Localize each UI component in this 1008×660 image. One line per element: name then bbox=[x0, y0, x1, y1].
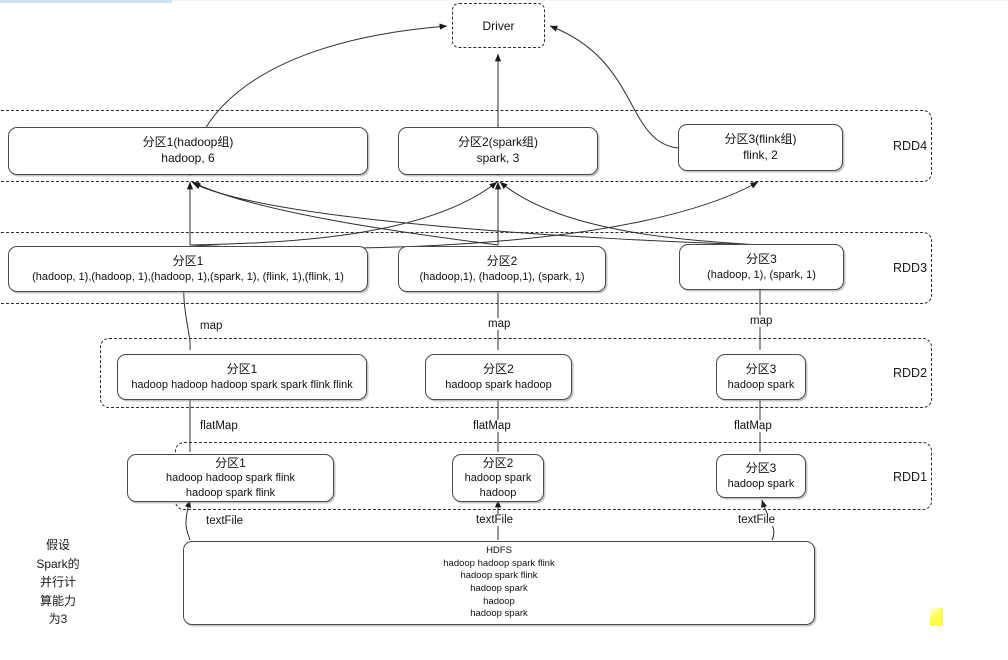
rdd1-label: RDD1 bbox=[893, 470, 928, 484]
rdd2-partition-3-title: 分区3 bbox=[745, 361, 777, 376]
hdfs-line-5: hadoop spark bbox=[470, 608, 528, 620]
rdd3-partition-3-value: (hadoop, 1), (spark, 1) bbox=[707, 268, 816, 281]
rdd4-partition-2[interactable]: 分区2(spark组) spark, 3 bbox=[398, 127, 598, 175]
rdd3-partition-2-value: (hadoop,1), (hadoop,1), (spark, 1) bbox=[419, 270, 585, 283]
hdfs-source-node[interactable]: HDFS hadoop hadoop spark flink hadoop sp… bbox=[183, 541, 815, 625]
rdd2-partition-1[interactable]: 分区1 hadoop hadoop hadoop spark spark fli… bbox=[117, 354, 367, 400]
rdd4-partition-3-value: flink, 2 bbox=[743, 147, 778, 162]
rdd1-partition-1[interactable]: 分区1 hadoop hadoop spark flink hadoop spa… bbox=[127, 454, 334, 502]
hdfs-line-4: hadoop bbox=[483, 595, 515, 607]
rdd1-partition-1-line1: hadoop hadoop spark flink bbox=[165, 472, 296, 485]
op-map-2: map bbox=[487, 318, 512, 330]
op-flatmap-2: flatMap bbox=[472, 420, 512, 432]
rdd2-partition-2-title: 分区2 bbox=[483, 361, 514, 376]
rdd4-label: RDD4 bbox=[893, 139, 928, 153]
rdd3-partition-2-title: 分区2 bbox=[486, 253, 518, 268]
op-flatmap-3: flatMap bbox=[733, 420, 773, 432]
hdfs-title: HDFS bbox=[486, 545, 512, 557]
rdd2-partition-2[interactable]: 分区2 hadoop spark hadoop bbox=[425, 354, 572, 400]
yellow-highlight-mark bbox=[930, 608, 943, 626]
hdfs-line-3: hadoop spark bbox=[470, 583, 528, 594]
rdd2-partition-2-value: hadoop spark hadoop bbox=[445, 378, 552, 391]
driver-label: Driver bbox=[482, 18, 515, 33]
rdd2-partition-1-title: 分区1 bbox=[226, 361, 258, 376]
edge-textfile-1 bbox=[184, 499, 191, 541]
side-note-line-1: 假设 bbox=[45, 538, 70, 552]
edge-shuffle-6 bbox=[499, 181, 761, 246]
rdd4-partition-3[interactable]: 分区3(flink组) flink, 2 bbox=[678, 124, 843, 171]
side-note-line-4: 算能力 bbox=[39, 593, 76, 608]
rdd4-partition-3-title: 分区3(flink组) bbox=[724, 131, 797, 146]
side-note: 假设 Spark的 并行计 算能力 为3 bbox=[13, 536, 103, 629]
hdfs-line-2: hadoop spark flink bbox=[460, 570, 538, 582]
rdd1-partition-3-title: 分区3 bbox=[745, 460, 777, 475]
rdd4-partition-1-title: 分区1(hadoop组) bbox=[142, 135, 234, 150]
side-note-line-2: Spark的 bbox=[36, 556, 80, 571]
op-textfile-2: textFile bbox=[475, 514, 515, 526]
side-note-line-5: 为3 bbox=[48, 612, 68, 627]
rdd2-partition-3[interactable]: 分区3 hadoop spark bbox=[716, 354, 806, 400]
driver-node[interactable]: Driver bbox=[452, 3, 545, 48]
rdd3-partition-1-title: 分区1 bbox=[172, 253, 204, 268]
rdd2-partition-1-value: hadoop hadoop hadoop spark spark flink f… bbox=[131, 378, 353, 391]
side-note-line-3: 并行计 bbox=[39, 575, 76, 590]
rdd3-partition-3[interactable]: 分区3 (hadoop, 1), (spark, 1) bbox=[679, 244, 844, 290]
edge-shuffle-3 bbox=[192, 182, 761, 246]
rdd1-partition-3-line1: hadoop spark bbox=[727, 477, 795, 490]
op-map-3: map bbox=[749, 315, 774, 327]
rdd3-partition-1[interactable]: 分区1 (hadoop, 1),(hadoop, 1),(hadoop, 1),… bbox=[8, 246, 368, 292]
rdd4-container bbox=[0, 110, 932, 182]
edge-p3-driver bbox=[549, 25, 679, 149]
top-rule bbox=[0, 0, 1008, 1]
rdd2-label: RDD2 bbox=[893, 366, 928, 380]
rdd4-partition-1[interactable]: 分区1(hadoop组) hadoop, 6 bbox=[8, 127, 368, 175]
rdd3-label: RDD3 bbox=[893, 261, 928, 275]
rdd3-container bbox=[0, 232, 932, 304]
rdd3-partition-1-value: (hadoop, 1),(hadoop, 1),(hadoop, 1),(spa… bbox=[32, 270, 344, 283]
rdd3-partition-3-title: 分区3 bbox=[746, 251, 777, 266]
op-map-1: map bbox=[199, 320, 224, 332]
rdd1-partition-2[interactable]: 分区2 hadoop spark hadoop bbox=[452, 454, 544, 502]
op-textfile-1: textFile bbox=[205, 515, 245, 527]
rdd4-partition-2-value: spark, 3 bbox=[476, 151, 520, 165]
rdd4-partition-1-value: hadoop, 6 bbox=[161, 151, 215, 165]
rdd2-container bbox=[100, 338, 932, 408]
rdd1-partition-2-line2: hadoop bbox=[479, 486, 517, 499]
rdd4-partition-2-title: 分区2(spark组) bbox=[457, 135, 538, 150]
rdd1-partition-3[interactable]: 分区3 hadoop spark bbox=[716, 454, 806, 498]
rdd2-partition-3-value: hadoop spark bbox=[727, 378, 795, 391]
top-accent-bar bbox=[0, 0, 172, 3]
rdd1-partition-2-title: 分区2 bbox=[482, 455, 514, 470]
rdd1-partition-1-line2: hadoop spark flink bbox=[185, 486, 276, 499]
rdd1-partition-1-title: 分区1 bbox=[215, 455, 246, 470]
op-flatmap-1: flatMap bbox=[199, 420, 239, 432]
rdd3-partition-2[interactable]: 分区2 (hadoop,1), (hadoop,1), (spark, 1) bbox=[398, 246, 606, 292]
hdfs-line-1: hadoop hadoop spark flink bbox=[443, 557, 555, 569]
op-textfile-3: textFile bbox=[737, 514, 777, 526]
rdd1-partition-2-line1: hadoop spark bbox=[464, 472, 532, 485]
